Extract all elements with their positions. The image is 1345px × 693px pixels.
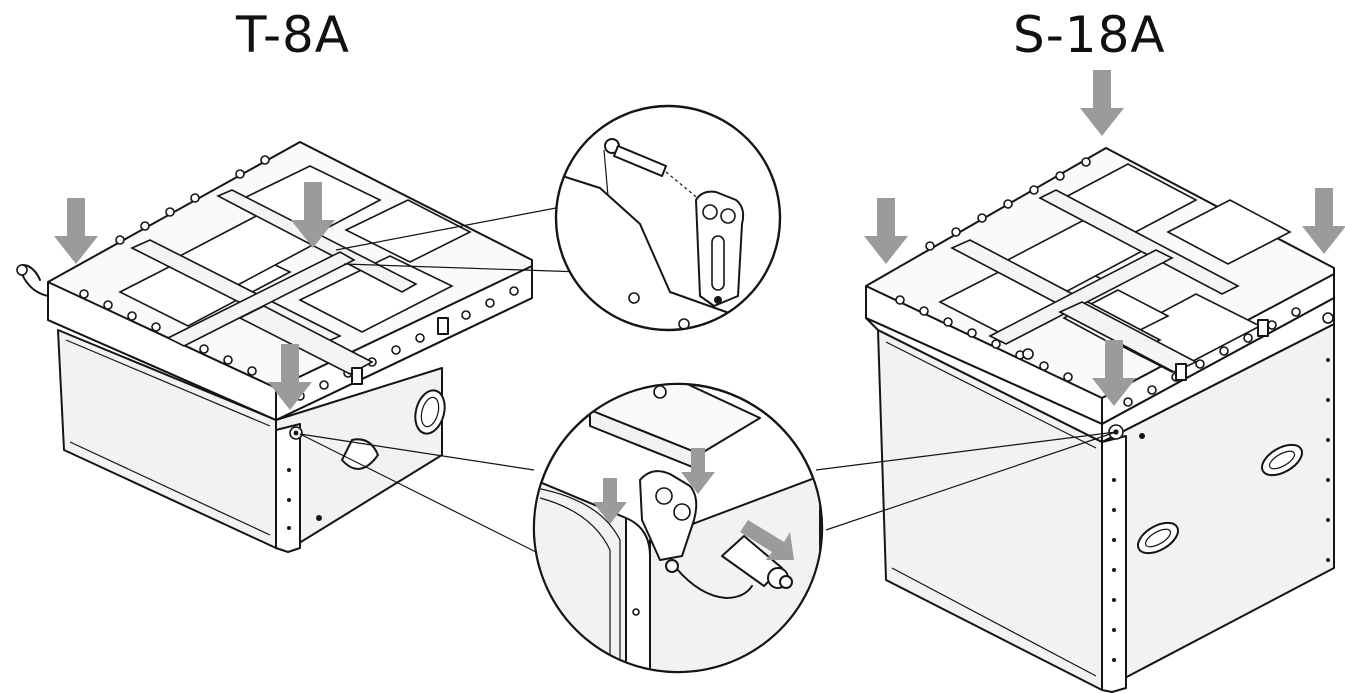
s18a-handles xyxy=(1137,443,1303,555)
s18a-front-rail xyxy=(1101,435,1127,693)
s18a-speaker xyxy=(864,70,1345,693)
callout-pin-detail xyxy=(554,104,782,332)
corner-bracket xyxy=(639,470,698,561)
t8a-front-rail xyxy=(275,423,301,553)
s18a-arrow-left xyxy=(864,198,908,264)
model-label-t8a: T-8A xyxy=(236,6,351,64)
t8a-arrow-rear-left xyxy=(54,198,98,264)
callout-leaders xyxy=(299,207,1117,561)
model-label-s18a: S-18A xyxy=(1013,6,1166,64)
s18a-rail-bolts xyxy=(1112,358,1330,662)
s18a-arrow-rear xyxy=(1080,70,1124,136)
t8a-rail-holes xyxy=(79,155,519,401)
insert-arrow-icon xyxy=(740,520,794,560)
s18a-rail-holes xyxy=(895,157,1301,407)
s18a-arrow-right xyxy=(1302,188,1345,254)
callout-corner-detail xyxy=(532,382,824,674)
t8a-speaker xyxy=(16,141,533,553)
